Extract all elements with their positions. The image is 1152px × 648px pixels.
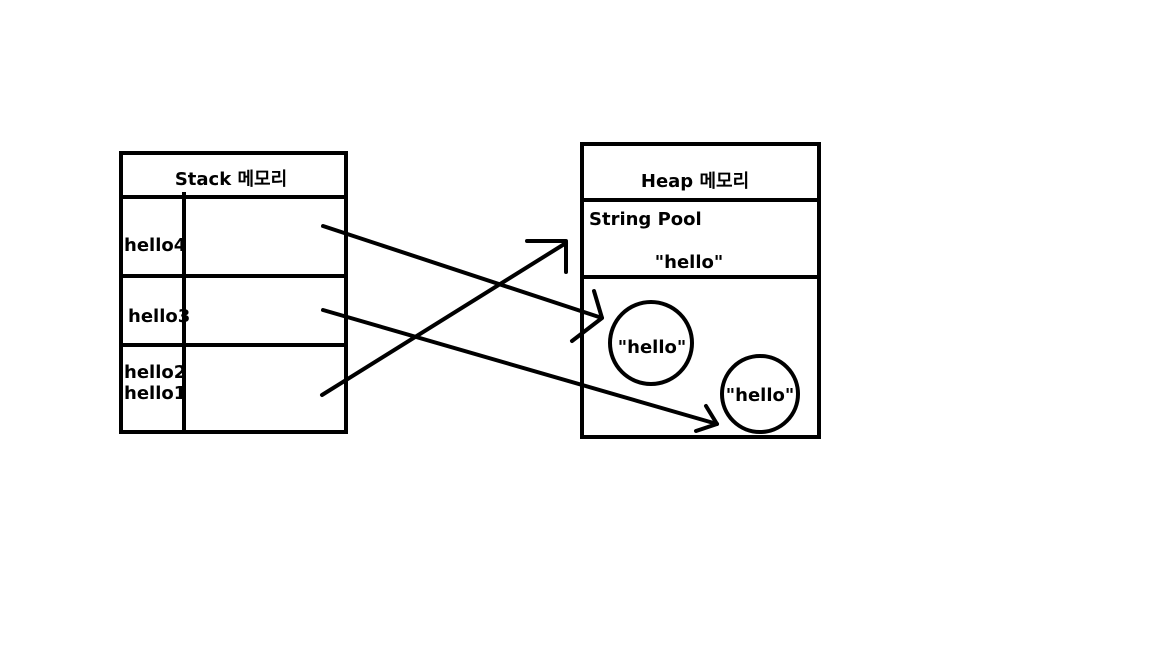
arrow-hello4-head <box>570 289 604 343</box>
stack-title: Stack 메모리 <box>175 169 287 190</box>
arrow-hello2-hello1-to-string-pool <box>320 239 568 397</box>
arrow-hello4-to-heap-object-1 <box>321 224 604 343</box>
heap-object-1-label: "hello" <box>618 337 686 358</box>
stack-var-hello2: hello2 <box>124 362 186 383</box>
heap-title: Heap 메모리 <box>641 171 749 192</box>
heap-memory-box: Heap 메모리 String Pool "hello" "hello" "he… <box>580 142 821 439</box>
heap-object-1-circle <box>608 300 694 386</box>
stack-var-hello4: hello4 <box>124 235 186 256</box>
arrow-hello2-head <box>525 239 568 274</box>
stack-box-border <box>119 151 348 434</box>
arrow-hello3-to-heap-object-2 <box>321 308 719 433</box>
arrow-hello3-head <box>694 404 719 433</box>
string-pool-label: String Pool <box>589 209 702 230</box>
heap-object-2-label: "hello" <box>726 385 794 406</box>
heap-object-2-circle <box>720 354 800 434</box>
arrow-hello4-shaft <box>321 224 604 320</box>
stack-memory-box: Stack 메모리 hello4 hello3 hello2 hello1 <box>119 151 348 434</box>
stack-var-hello3: hello3 <box>128 306 190 327</box>
arrow-hello2-shaft <box>320 241 568 397</box>
string-pool-literal: "hello" <box>655 252 723 273</box>
arrow-hello3-shaft <box>321 308 719 426</box>
heap-box-border <box>580 142 821 439</box>
stack-var-hello1: hello1 <box>124 383 186 404</box>
